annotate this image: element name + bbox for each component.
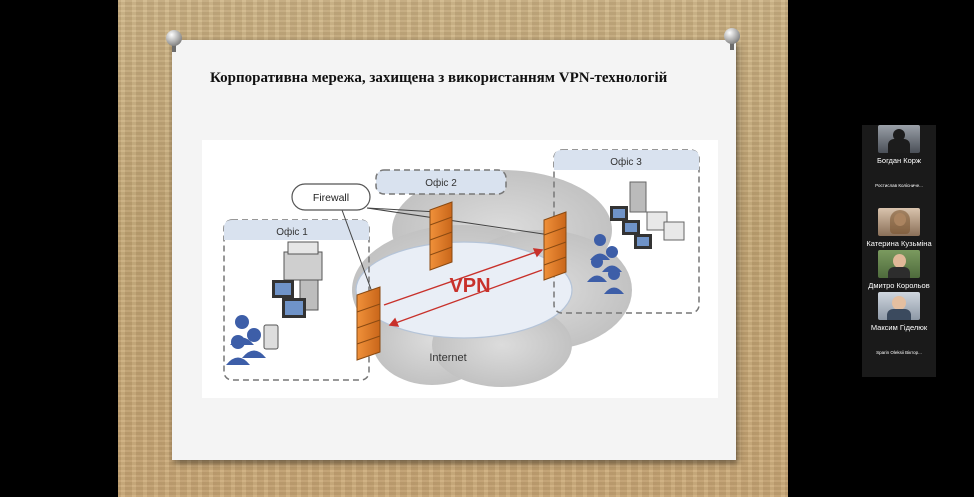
office-1-users-icon <box>226 315 266 365</box>
firewall-callout-lines <box>341 207 551 293</box>
participant-video-thumbnail <box>878 250 920 278</box>
participant-name: Sparin Oleksii Віктор... <box>876 350 922 355</box>
office-2-box <box>375 169 507 195</box>
pushpin-right-icon <box>724 28 740 50</box>
pushpin-left-icon <box>166 30 182 52</box>
slide-title: Корпоративна мережа, захищена з використ… <box>210 70 668 86</box>
internet-label: Internet <box>429 352 466 364</box>
firewall-office3-icon <box>543 211 567 281</box>
vpn-label: VPN <box>449 275 490 297</box>
participant-name: Катерина Кузьміна <box>866 239 932 248</box>
vpn-tunnel-ellipse <box>355 241 573 339</box>
office-1-devices-icon <box>263 241 323 350</box>
participant-name: Ростислав Колісниче... <box>875 183 923 188</box>
participant-video-thumbnail <box>878 208 920 236</box>
firewall-label: Firewall <box>313 192 349 204</box>
firewall-office2-icon <box>429 201 453 271</box>
office-1-label: Офіс 1 <box>276 226 308 238</box>
office-2-label: Офіс 2 <box>425 177 457 189</box>
office-3-label: Офіс 3 <box>610 156 642 168</box>
participant-video-thumbnail <box>878 292 920 320</box>
firewall-label-pill <box>291 183 371 211</box>
participant-video-thumbnail <box>878 125 920 153</box>
firewall-office1-icon <box>356 286 381 361</box>
participant-tile[interactable]: Богдан Корж <box>862 125 936 167</box>
participant-name: Дмитро Корольов <box>868 281 930 290</box>
vpn-network-diagram: Офіс 1 Офіс 2 Офіс 3 Firewall VPN Intern… <box>202 140 718 398</box>
office-3-servers-icon <box>610 181 685 249</box>
participant-tile[interactable]: Sparin Oleksii Віктор... <box>862 348 936 362</box>
office-3-users-icon <box>587 234 624 294</box>
participant-tile[interactable]: Ростислав Колісниче... <box>862 181 936 195</box>
vpn-arrows <box>383 248 544 327</box>
participant-tile[interactable]: Дмитро Корольов <box>862 250 936 292</box>
participant-tile[interactable]: Катерина Кузьміна <box>862 208 936 250</box>
diagram-canvas: Офіс 1 Офіс 2 Офіс 3 Firewall VPN Intern… <box>223 149 700 387</box>
participant-name: Богдан Корж <box>877 156 921 165</box>
participant-name: Максим Гіделюк <box>870 323 928 332</box>
participant-tile[interactable]: Максим Гіделюк <box>862 292 936 334</box>
participants-panel: Богдан Корж Ростислав Колісниче... Катер… <box>862 125 936 377</box>
